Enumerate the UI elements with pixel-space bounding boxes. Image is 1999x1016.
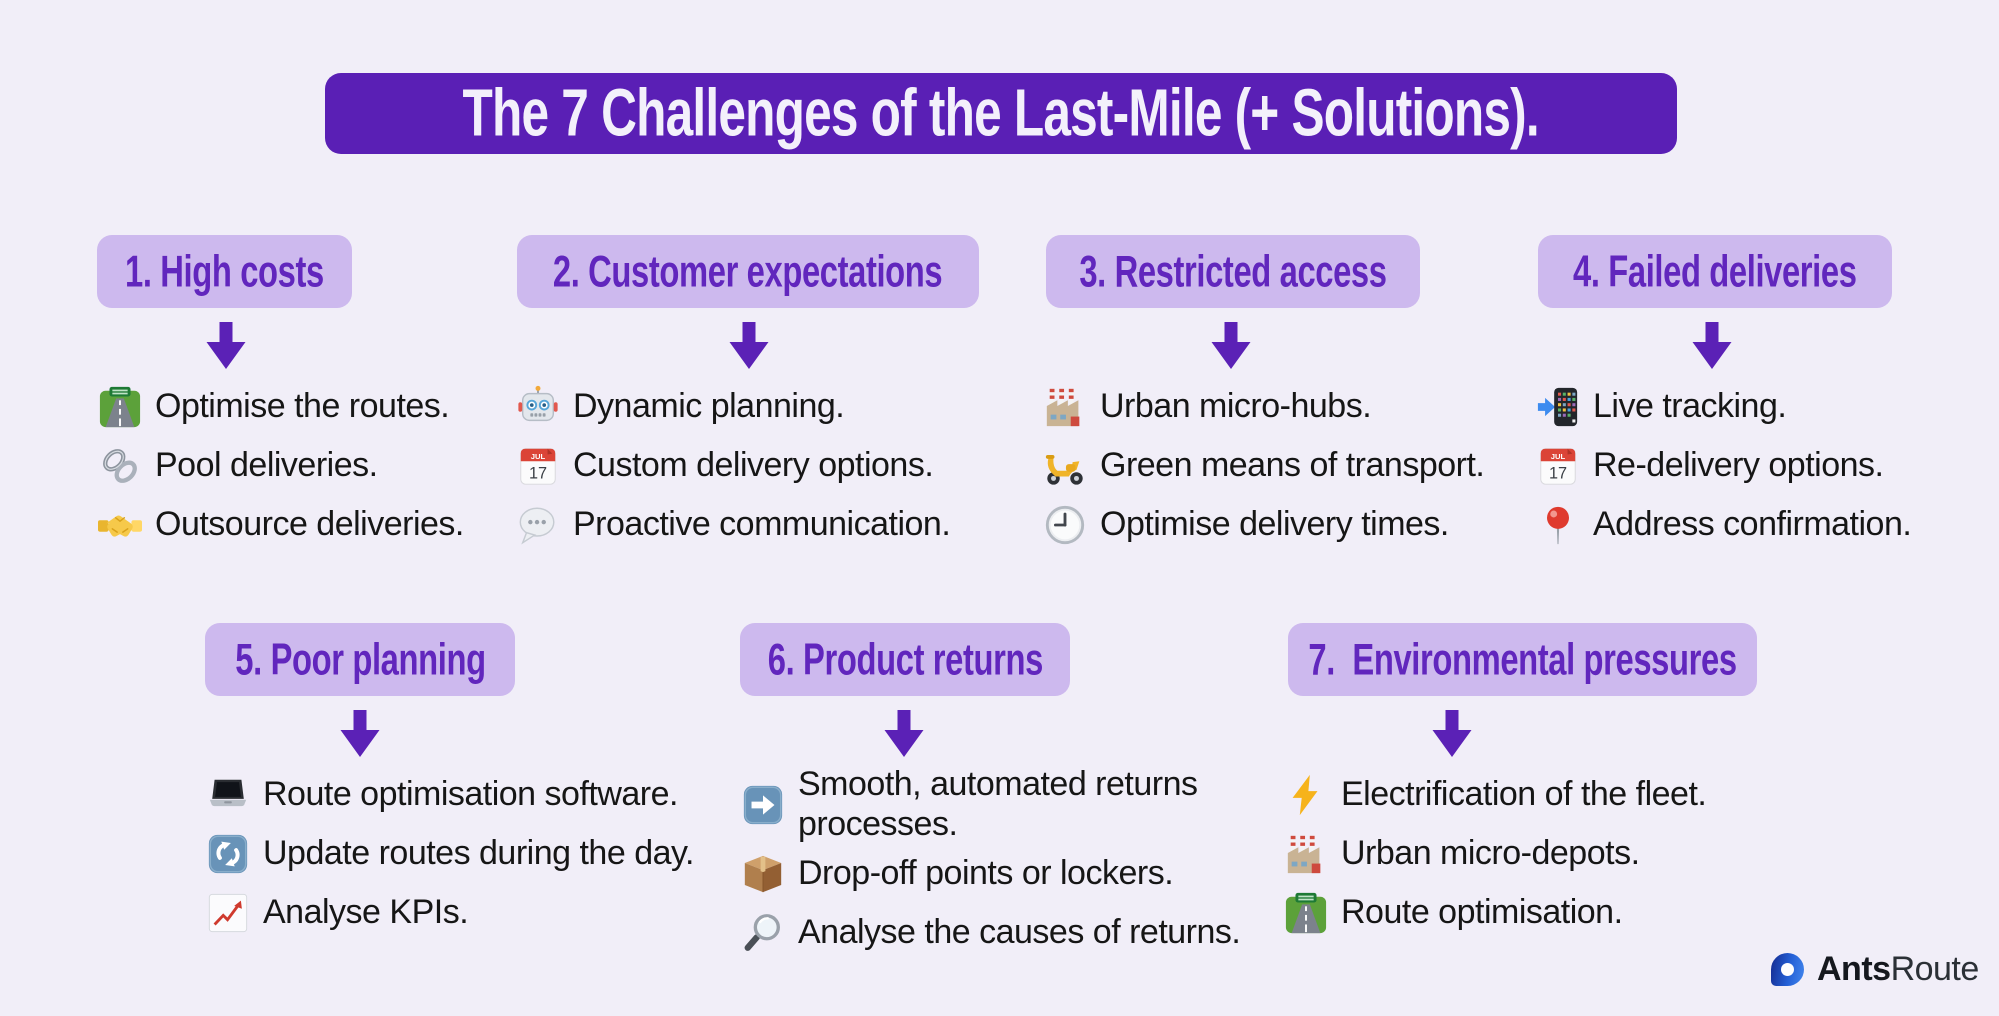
- down-arrow-icon: [1535, 322, 1911, 369]
- motorway-icon: [97, 384, 143, 430]
- challenge-badge-7: 7. Environmental pressures: [1288, 623, 1757, 696]
- section-environmental-pressures: 7. Environmental pressures Electrificati…: [1283, 623, 1757, 942]
- solution-item: Smooth, automated returns processes.: [740, 765, 1240, 845]
- down-arrow-icon: [97, 322, 464, 369]
- svg-text:JUL: JUL: [531, 451, 546, 460]
- phone-arrow-icon: [1535, 384, 1581, 430]
- down-arrow-icon: [205, 710, 694, 757]
- solution-item: Urban micro-depots.: [1283, 824, 1757, 883]
- solution-item: Analyse the causes of returns.: [740, 904, 1241, 963]
- speech-balloon-icon: [515, 502, 561, 548]
- solution-item: Drop-off points or lockers.: [740, 845, 1240, 904]
- section-failed-deliveries: 4. Failed deliveries Live tracking. JUL 1…: [1535, 235, 1912, 554]
- logo-text-bold: Ants: [1817, 950, 1891, 988]
- arrows-cycle-icon: [205, 831, 251, 877]
- link-icon: [97, 443, 143, 489]
- laptop-icon: [205, 772, 251, 818]
- calendar-icon: JUL 17: [515, 443, 561, 489]
- down-arrow-icon: [740, 710, 1240, 757]
- clock-icon: [1042, 502, 1088, 548]
- robot-icon: [515, 384, 561, 430]
- solution-item: Analyse KPIs.: [205, 883, 694, 942]
- magnifier-icon: [740, 910, 786, 956]
- factory-icon: [1042, 384, 1088, 430]
- challenge-badge-6: 6. Product returns: [740, 623, 1070, 696]
- down-arrow-icon: [1042, 322, 1484, 369]
- antsroute-logo: Ants Route: [1771, 950, 1979, 989]
- pushpin-icon: [1535, 502, 1581, 548]
- challenge-badge-2: 2. Customer expectations: [517, 235, 979, 308]
- page-title: The 7 Challenges of the Last-Mile (+ Sol…: [462, 76, 1540, 151]
- solution-item: Address confirmation.: [1535, 495, 1912, 554]
- solution-item: Outsource deliveries.: [97, 495, 464, 554]
- solution-item: Dynamic planning.: [515, 377, 979, 436]
- calendar-icon: JUL 17: [1535, 443, 1581, 489]
- challenge-badge-4: 4. Failed deliveries: [1538, 235, 1892, 308]
- solution-item: Update routes during the day.: [205, 824, 694, 883]
- factory-icon: [1283, 831, 1329, 877]
- solution-item: Green means of transport.: [1042, 436, 1485, 495]
- solution-item: Route optimisation.: [1283, 883, 1757, 942]
- svg-text:17: 17: [529, 464, 547, 482]
- solution-item: Optimise delivery times.: [1042, 495, 1484, 554]
- svg-text:17: 17: [1549, 464, 1567, 482]
- motorway-icon: [1283, 890, 1329, 936]
- scooter-icon: [1042, 443, 1088, 489]
- down-arrow-icon: [1283, 710, 1757, 757]
- solution-item: Pool deliveries.: [97, 436, 464, 495]
- section-poor-planning: 5. Poor planning Route optimisation soft…: [205, 623, 694, 942]
- solution-item: Route optimisation software.: [205, 765, 694, 824]
- solution-item: Urban micro-hubs.: [1042, 377, 1484, 436]
- arrow-right-icon: [740, 782, 786, 828]
- challenge-badge-3: 3. Restricted access: [1046, 235, 1420, 308]
- solution-item: Electrification of the fleet.: [1283, 765, 1757, 824]
- section-product-returns: 6. Product returns Smooth, automated ret…: [740, 623, 1241, 963]
- chart-up-icon: [205, 890, 251, 936]
- logo-text-regular: Route: [1890, 950, 1980, 988]
- handshake-icon: [97, 502, 143, 548]
- antsroute-pin-icon: [1771, 953, 1804, 986]
- down-arrow-icon: [515, 322, 979, 369]
- solution-item: Optimise the routes.: [97, 377, 464, 436]
- challenge-badge-5: 5. Poor planning: [205, 623, 515, 696]
- svg-text:JUL: JUL: [1551, 451, 1566, 460]
- solution-item: Live tracking.: [1535, 377, 1911, 436]
- title-banner: The 7 Challenges of the Last-Mile (+ Sol…: [325, 73, 1677, 154]
- challenge-badge-1: 1. High costs: [97, 235, 352, 308]
- lightning-icon: [1283, 772, 1329, 818]
- section-high-costs: 1. High costs Optimise the routes. Pool …: [97, 235, 464, 554]
- package-icon: [740, 851, 786, 897]
- solution-item: Proactive communication.: [515, 495, 979, 554]
- section-customer-expectations: 2. Customer expectations Dynamic plannin…: [515, 235, 979, 554]
- section-restricted-access: 3. Restricted access Urban micro-hubs. G…: [1042, 235, 1485, 554]
